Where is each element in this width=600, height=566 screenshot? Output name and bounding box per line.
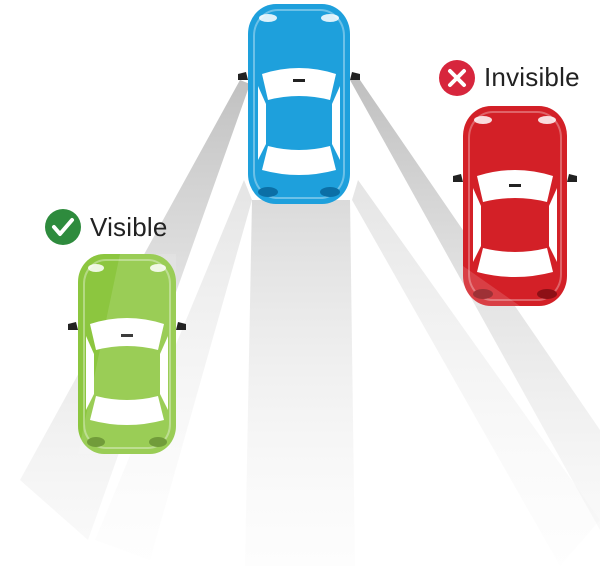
check-circle-icon: [44, 208, 82, 246]
visible-car: [68, 254, 186, 454]
invisible-label: Invisible: [484, 62, 580, 92]
invisible-car: [453, 106, 577, 306]
observer-right-mirror: [350, 72, 360, 80]
right-mirror-view-cone-inner: [352, 180, 600, 566]
invisible-left-mirror: [453, 174, 463, 182]
observer-left-mirror: [238, 72, 248, 80]
invisible-right-mirror: [567, 174, 577, 182]
invisible-car-rear-window: [477, 248, 553, 277]
right-mirror-view-cone: [350, 80, 600, 530]
visible-car-beam-overlay: [78, 254, 176, 454]
visible-label: Visible: [90, 212, 168, 242]
x-circle-icon: [438, 59, 476, 97]
observer-car: [238, 4, 360, 204]
rear-view-beam: [245, 200, 355, 566]
visible-right-mirror: [176, 322, 186, 330]
visible-left-mirror: [68, 322, 78, 330]
observer-car-windshield: [262, 68, 336, 100]
observer-car-rear-window: [262, 146, 336, 175]
visible-car-rear-window: [90, 396, 164, 425]
invisible-car-beam-overlay: [463, 266, 520, 306]
